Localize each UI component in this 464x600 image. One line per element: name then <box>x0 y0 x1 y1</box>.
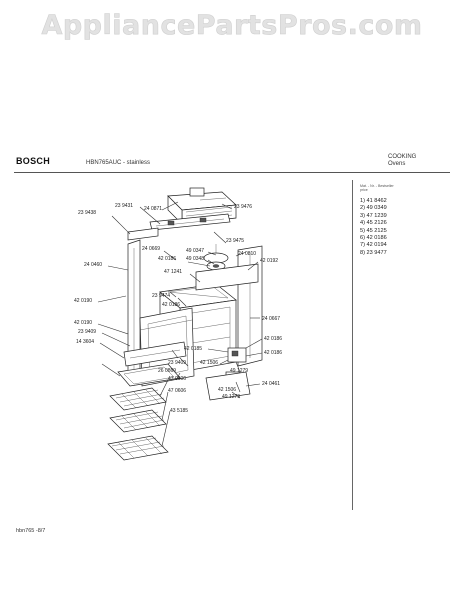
part-label: 49 0347 <box>186 248 204 254</box>
part-label: 42 0186 <box>264 350 282 356</box>
part-label: 24 0669 <box>142 246 160 252</box>
part-label: 42 1506 <box>218 387 236 393</box>
category-label: COOKING Ovens <box>388 154 416 168</box>
part-label: 42 0190 <box>74 320 92 326</box>
part-label: 42 0190 <box>74 298 92 304</box>
legend-item: 3) 47 1239 <box>360 212 387 219</box>
part-label: 42 0185 <box>184 346 202 352</box>
legend-list: 1) 41 8462 2) 49 0349 3) 47 1239 4) 45 2… <box>360 198 387 257</box>
legend-item: 5) 45 2125 <box>360 227 387 234</box>
footer-code: hbn765 -8/7 <box>16 528 46 534</box>
part-label: 23 9431 <box>115 203 133 209</box>
legend-subheading-text: price <box>360 188 368 192</box>
legend-item: 1) 41 8462 <box>360 198 387 204</box>
part-label: 23 9409 <box>78 329 96 335</box>
part-label: 23 9474 <box>152 293 170 299</box>
trim-strip <box>127 227 159 241</box>
subcategory-text: Ovens <box>388 161 406 167</box>
leader-lines <box>97 201 263 447</box>
oven-rack <box>109 409 167 433</box>
part-label: 14 3604 <box>76 339 94 345</box>
legend-item: 8) 23 9477 <box>360 249 387 256</box>
oven-rack <box>109 387 167 411</box>
part-label: 49 1279 <box>222 394 240 400</box>
part-label: 47 0606 <box>168 376 186 382</box>
part-label: 23 9409 <box>168 360 186 366</box>
model-label: HBN765AUC - stainless <box>86 160 151 166</box>
part-label: 24 0460 <box>84 262 102 268</box>
legend-item: 7) 42 0194 <box>360 242 387 249</box>
category-text: COOKING <box>388 154 417 160</box>
legend-item: 2) 49 0349 <box>360 205 387 212</box>
legend-item: 4) 45 2126 <box>360 220 387 227</box>
part-label: 23 9438 <box>78 210 96 216</box>
legend-heading: Mat. - Nr. - Bestseller price <box>360 184 394 192</box>
part-label: 47 1241 <box>164 269 182 275</box>
part-label: 23 9476 <box>234 204 252 210</box>
watermark: AppliancePartsPros.com <box>41 10 423 42</box>
part-label: 42 0186 <box>162 302 180 308</box>
legend-heading-text: Mat. - Nr. - Bestseller <box>360 184 394 188</box>
broil-pan <box>117 363 181 387</box>
part-label: 23 9475 <box>226 238 244 244</box>
part-label: 26 0869 <box>158 368 176 374</box>
fan-assembly <box>203 244 229 271</box>
part-labels: 23 9431 24 0871 23 9438 23 9476 23 9475 … <box>74 203 282 414</box>
bottom-cover <box>205 371 251 401</box>
header-divider <box>14 172 450 173</box>
control-panel-bar <box>149 213 231 231</box>
part-label: 42 0186 <box>158 256 176 262</box>
part-label: 47 0606 <box>168 388 186 394</box>
telescopic-rack <box>107 435 169 461</box>
part-label: 42 0192 <box>260 258 278 264</box>
part-label: 42 1506 <box>200 360 218 366</box>
legend-divider <box>352 180 353 510</box>
brand-logo: BOSCH <box>16 156 51 166</box>
part-label: 24 0871 <box>144 206 162 212</box>
legend-item: 6) 42 0186 <box>360 235 387 242</box>
part-label: 42 0186 <box>264 336 282 342</box>
part-label: 43 5185 <box>170 408 188 414</box>
part-label: 24 0667 <box>262 316 280 322</box>
part-label: 24 0461 <box>262 381 280 387</box>
part-label: 49 0348 <box>186 256 204 262</box>
part-label: 24 0810 <box>238 251 256 257</box>
part-label: 49 1279 <box>230 368 248 374</box>
rear-panel <box>195 263 259 291</box>
